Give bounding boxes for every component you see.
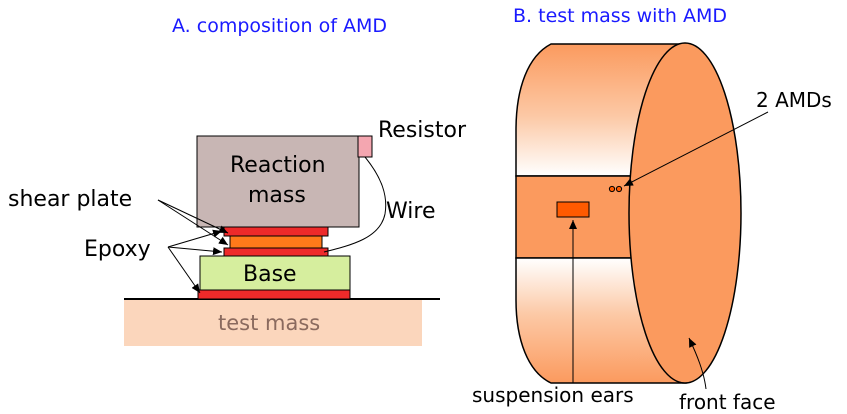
shear-plate-label: shear plate [8, 187, 132, 212]
wire [323, 156, 387, 253]
front-face [628, 42, 742, 384]
reaction-mass-block [196, 135, 360, 228]
test-mass-label: test mass [218, 311, 320, 335]
suspension-ears-label: suspension ears [472, 383, 634, 407]
base-label: Base [243, 262, 297, 287]
resistor-label: Resistor [378, 118, 467, 143]
reaction-mass-label-line2: mass [248, 183, 306, 208]
shear-plate [229, 235, 323, 249]
epoxy-label: Epoxy [84, 237, 151, 262]
resistor [357, 135, 373, 158]
amd-dot-1 [608, 185, 616, 193]
panel-b: B. test mass with AMD 2 AMDs suspension … [472, 5, 832, 414]
reaction-mass-label-line1: Reaction [230, 153, 326, 178]
amds-label: 2 AMDs [756, 88, 832, 112]
amds-arrow [623, 111, 769, 187]
base-block [199, 255, 351, 291]
epoxy-arrow-upper [167, 229, 223, 248]
epoxy-arrow-lower [167, 246, 223, 256]
epoxy-layer-lower [223, 247, 329, 257]
epoxy-layer-upper [223, 226, 329, 237]
panel-a-title: A. composition of AMD [172, 15, 387, 37]
test-mass-block [124, 300, 422, 346]
epoxy-arrow-bottom [167, 246, 201, 294]
shear-plate-arrow-1 [157, 199, 229, 234]
front-face-label: front face [679, 390, 776, 414]
amd-dot-2 [615, 185, 623, 193]
front-face-arrow [688, 337, 707, 390]
suspension-ear [556, 201, 590, 218]
panel-b-title: B. test mass with AMD [513, 5, 727, 27]
shear-plate-arrow-2 [157, 199, 229, 246]
wire-label: Wire [386, 199, 435, 224]
panel-a: A. composition of AMD test mass Base Rea… [8, 15, 467, 346]
epoxy-layer-bottom [197, 289, 351, 300]
